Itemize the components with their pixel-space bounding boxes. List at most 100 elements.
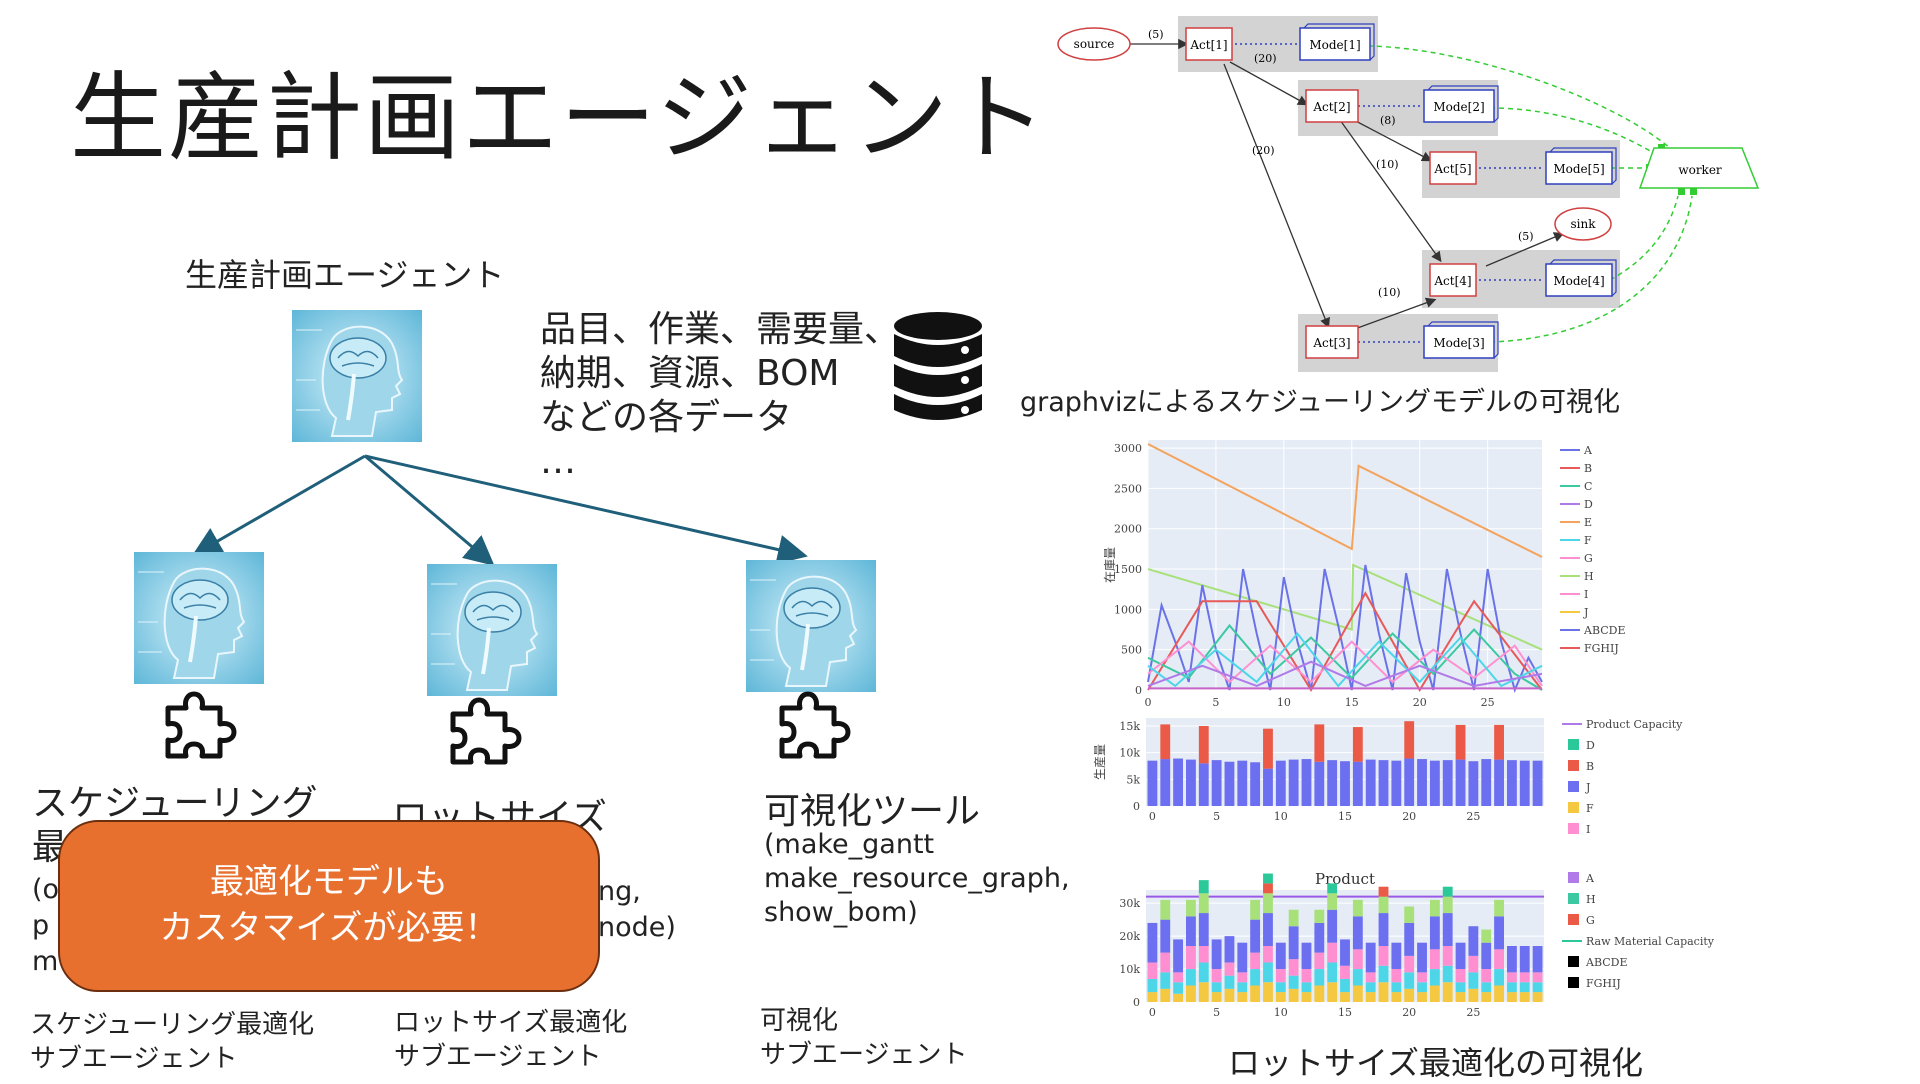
y-tick-label: 10k — [1119, 747, 1140, 760]
act-node — [1305, 325, 1359, 359]
edge — [1339, 119, 1442, 263]
x-tick-label: 15 — [1345, 696, 1359, 709]
bar — [1173, 993, 1184, 1002]
arrow-to-scheduling — [191, 454, 366, 557]
bar — [1442, 760, 1453, 806]
caption-line: スケジューリング最適化 — [30, 1010, 315, 1040]
visualization-title: 可視化ツール — [764, 791, 981, 832]
caption-line: 可視化 — [760, 1006, 839, 1036]
bar — [1250, 952, 1261, 970]
legend-label: A — [1585, 872, 1595, 885]
bar — [1519, 972, 1530, 983]
series-line — [1147, 623, 1543, 691]
bar — [1352, 899, 1363, 917]
bar — [1301, 992, 1312, 1002]
bar — [1186, 899, 1196, 917]
bar — [1455, 992, 1466, 1002]
puzzle-icon — [782, 694, 848, 756]
graphviz-diagram: source sink worker Act[1] Act[2] Act[5] … — [1057, 16, 1760, 372]
bar — [1237, 942, 1248, 973]
bar — [1468, 955, 1479, 973]
bar — [1481, 759, 1492, 806]
bar — [1147, 978, 1158, 993]
bar — [1237, 760, 1248, 806]
mode-label: Mode[5] — [1553, 162, 1604, 176]
bar — [1404, 988, 1415, 1002]
legend-label: A — [1583, 444, 1593, 457]
y-tick-label: 1000 — [1114, 603, 1142, 616]
bar — [1327, 982, 1338, 1002]
bar — [1442, 886, 1453, 897]
act-label: Act[3] — [1312, 336, 1350, 350]
bar — [1532, 972, 1543, 983]
bar — [1263, 768, 1273, 806]
edge-label: (10) — [1378, 286, 1401, 299]
x-tick-label: 15 — [1338, 1006, 1352, 1019]
bar — [1224, 936, 1235, 963]
mode-node-shadow — [1427, 85, 1499, 123]
y-tick-label: 500 — [1121, 644, 1142, 657]
edge-label: (5) — [1518, 230, 1534, 243]
bar — [1340, 978, 1350, 993]
bar — [1404, 758, 1415, 806]
bar — [1404, 955, 1415, 973]
bar — [1147, 962, 1158, 979]
bar — [1263, 728, 1273, 769]
bar — [1468, 988, 1479, 1002]
bar — [1198, 726, 1209, 764]
bar — [1429, 760, 1440, 806]
bar — [1455, 969, 1466, 983]
bar — [1263, 873, 1273, 884]
act-label: Act[1] — [1189, 38, 1227, 52]
bar — [1481, 969, 1492, 983]
bar — [1263, 883, 1273, 894]
visualization-caption: 可視化 サブエージェント — [760, 1004, 967, 1072]
callout-line: 最適化モデルも — [210, 862, 448, 903]
series-line — [1147, 443, 1543, 558]
series-line — [1147, 564, 1543, 694]
bar — [1288, 959, 1299, 976]
bar — [1494, 916, 1504, 950]
worker-label: worker — [1678, 163, 1722, 177]
puzzle-icon — [453, 700, 519, 762]
bar — [1186, 916, 1196, 946]
x-tick-label: 20 — [1413, 696, 1427, 709]
mode-label: Mode[1] — [1309, 38, 1360, 52]
bar — [1481, 942, 1492, 970]
bar — [1340, 965, 1350, 979]
bar — [1378, 760, 1389, 806]
legend-label: I — [1586, 823, 1590, 836]
edge — [1351, 297, 1437, 331]
scheduling-caption: スケジューリング最適化 サブエージェント — [30, 1008, 314, 1076]
data-note-line: 品目、作業、需要量、 — [540, 309, 901, 350]
edge — [1349, 117, 1433, 162]
bar — [1340, 939, 1350, 966]
bar — [1250, 985, 1261, 1002]
legend-label: I — [1584, 588, 1588, 601]
scheduling-agent-head-icon — [132, 550, 266, 686]
lotsize-args-line: ng, — [598, 876, 641, 907]
bar — [1519, 982, 1530, 993]
bar — [1147, 760, 1158, 806]
bar — [1173, 758, 1184, 806]
bar — [1288, 909, 1299, 927]
bar — [1314, 922, 1325, 953]
bar — [1494, 899, 1504, 917]
y-axis-label: 生産量 — [1092, 744, 1107, 780]
y-tick-label: 1500 — [1114, 563, 1142, 576]
y-tick-label: 30k — [1119, 897, 1140, 910]
bar — [1224, 988, 1235, 1002]
act-node — [1305, 89, 1359, 123]
scheduling-args-line: m — [32, 946, 59, 977]
scheduling-args: (o p m — [32, 872, 59, 980]
legend-label: Product Capacity — [1586, 718, 1683, 731]
bar — [1275, 992, 1286, 1002]
bar — [1186, 946, 1196, 970]
bar — [1378, 896, 1389, 914]
y-tick-label: 20k — [1119, 930, 1140, 943]
bar — [1378, 886, 1389, 897]
y-tick-label: 2500 — [1114, 482, 1142, 495]
edge-label: (10) — [1376, 158, 1399, 171]
data-note-line: 納期、資源、BOM — [540, 353, 840, 394]
